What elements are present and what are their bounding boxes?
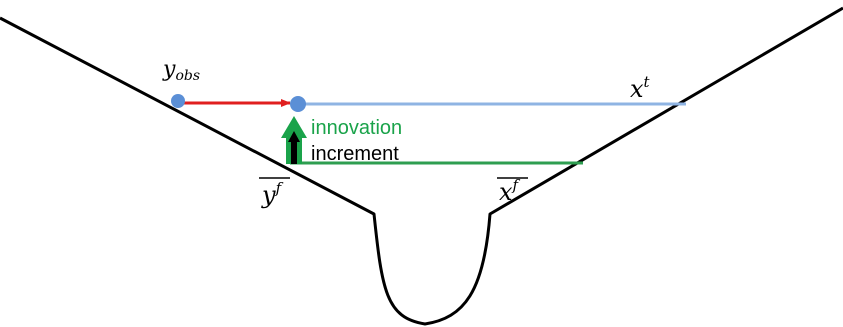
y-f-label: yf <box>259 177 290 209</box>
x-f-label: xf <box>497 176 528 206</box>
observation-point <box>171 94 185 108</box>
increment-label: increment <box>311 143 399 165</box>
svg-text:xf: xf <box>499 176 521 206</box>
x-t-label: xt <box>630 73 651 103</box>
innovation-label: innovation <box>311 117 402 139</box>
valley-profile <box>0 6 843 326</box>
truth-point <box>290 96 306 112</box>
svg-text:yf: yf <box>261 179 284 209</box>
increment-arrow <box>288 131 300 164</box>
y-obs-label: yobs <box>162 57 200 84</box>
